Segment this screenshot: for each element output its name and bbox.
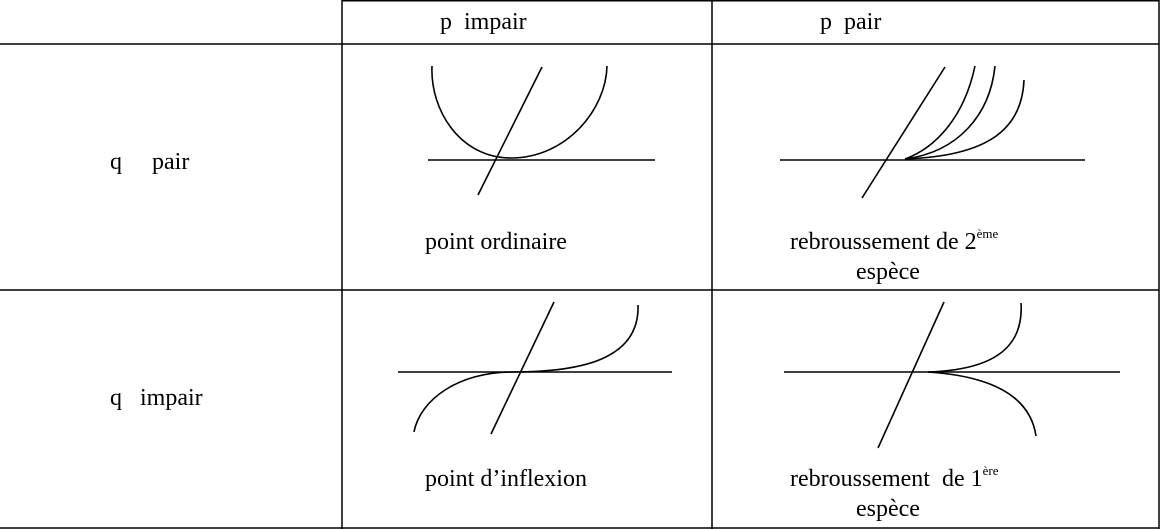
cusp-branch-middle bbox=[904, 65, 996, 160]
caption-text: point d’inflexion bbox=[425, 466, 587, 492]
caption-point-ordinaire: point ordinaire bbox=[425, 228, 567, 256]
figure-point-inflexion bbox=[398, 301, 672, 435]
caption-rebroussement-2: rebroussement de 2ème bbox=[790, 226, 999, 256]
caption-text: rebroussement de 1 bbox=[790, 466, 983, 492]
transversal-line bbox=[861, 66, 946, 199]
cusp-branch-inner bbox=[904, 65, 976, 160]
col-header-p-pair: p pair bbox=[820, 9, 882, 35]
row-header-q-pair: q pair bbox=[110, 149, 190, 175]
caption-superscript: ère bbox=[982, 463, 999, 478]
row-header-q-impair: q impair bbox=[110, 385, 203, 411]
caption-superscript: ème bbox=[976, 226, 999, 241]
figure-point-ordinaire bbox=[428, 65, 655, 196]
cusp-branch-outer bbox=[904, 79, 1025, 160]
curve-branch bbox=[431, 65, 608, 159]
caption-text: point ordinaire bbox=[425, 229, 567, 255]
figure-rebroussement-1 bbox=[784, 301, 1120, 449]
caption-rebroussement-1: rebroussement de 1ère bbox=[790, 463, 999, 493]
cusp-branch-upper bbox=[927, 302, 1022, 373]
inflexion-curve bbox=[413, 304, 639, 433]
caption-text: rebroussement de 2 bbox=[790, 229, 977, 255]
cusp-branch-lower bbox=[927, 371, 1037, 437]
caption-point-inflexion: point d’inflexion bbox=[425, 465, 587, 493]
caption-rebroussement-1-line2: espèce bbox=[856, 496, 920, 522]
transversal-line bbox=[877, 301, 945, 449]
transversal-line bbox=[477, 66, 543, 196]
figure-rebroussement-2 bbox=[780, 65, 1085, 199]
transversal-line bbox=[490, 301, 555, 435]
col-header-p-impair: p impair bbox=[440, 9, 527, 35]
caption-rebroussement-2-line2: espèce bbox=[856, 259, 920, 285]
